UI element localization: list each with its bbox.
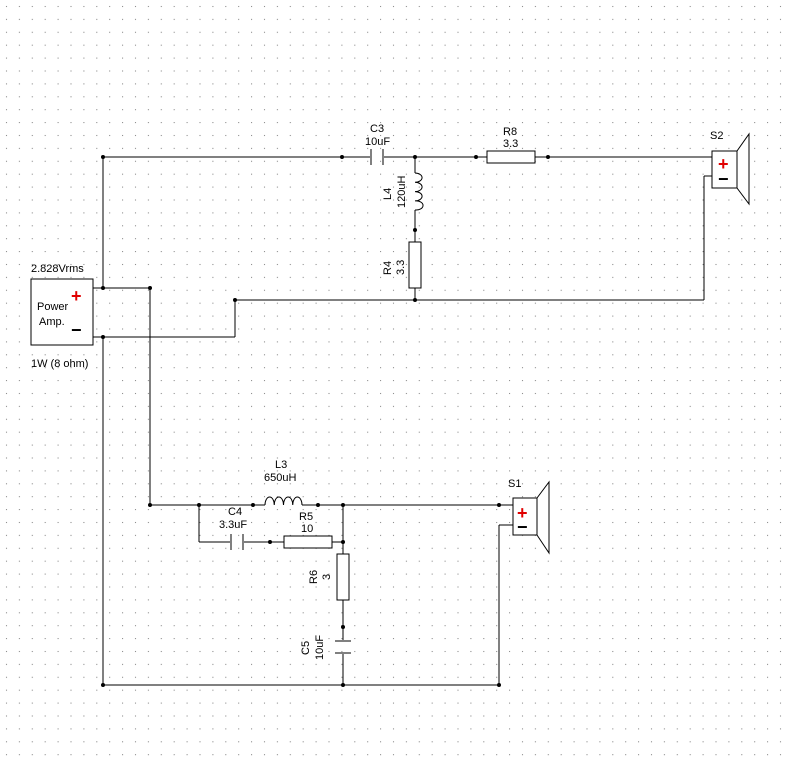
junction-dot	[341, 540, 345, 544]
junction-dot	[341, 503, 345, 507]
component-value-label: 3.3	[503, 138, 518, 150]
junction-dot	[413, 228, 417, 232]
junction-dot	[497, 503, 501, 507]
component-name-label: R8	[503, 126, 517, 138]
component-name-label: C5	[300, 641, 312, 655]
speaker-minus-terminal: −	[718, 169, 729, 189]
resistor-r6[interactable]: R6 3	[308, 553, 350, 601]
junction-dot	[148, 286, 152, 290]
amp-power-label: 1W (8 ohm)	[31, 358, 88, 370]
capacitor-c3[interactable]: C3 10uF	[365, 123, 390, 165]
capacitor-c4[interactable]: C4 3.3uF	[219, 506, 247, 550]
resistor-body	[408, 241, 422, 289]
amp-name-label: Power	[37, 301, 69, 313]
speaker-s2[interactable]: S2 + −	[710, 130, 750, 206]
resistor-body	[283, 535, 333, 549]
resistor-body	[486, 150, 536, 164]
junction-dot	[341, 625, 345, 629]
speaker-plus-terminal: +	[517, 503, 528, 523]
junction-dot	[474, 155, 478, 159]
amp-voltage-label: 2.828Vrms	[31, 263, 84, 275]
junction-dot	[233, 298, 237, 302]
speaker-minus-terminal: −	[517, 517, 528, 537]
junction-dot	[497, 683, 501, 687]
junction-dot	[101, 286, 105, 290]
junctions	[101, 155, 550, 687]
resistor-r5[interactable]: R5 10	[283, 511, 333, 549]
speaker-magnet	[711, 150, 738, 189]
capacitor-c5[interactable]: C5 10uF	[300, 635, 351, 660]
component-name-label: L4	[382, 188, 394, 200]
component-name-label: R4	[382, 261, 394, 275]
component-value-label: 10uF	[365, 136, 390, 148]
amp-box	[30, 278, 94, 346]
amp-minus-terminal: −	[71, 320, 82, 340]
junction-dot	[101, 683, 105, 687]
junction-dot	[268, 540, 272, 544]
component-value-label: 10	[301, 523, 313, 535]
junction-dot	[197, 503, 201, 507]
junction-dot	[101, 155, 105, 159]
speaker-name-label: S1	[508, 478, 521, 490]
component-value-label: 120uH	[396, 176, 408, 208]
power-amplifier[interactable]: 2.828Vrms Power Amp. + − 1W (8 ohm)	[30, 263, 94, 370]
component-name-label: R5	[299, 511, 313, 523]
component-value-label: 3.3	[395, 260, 407, 275]
resistor-body	[336, 553, 350, 601]
junction-dot	[148, 503, 152, 507]
component-name-label: R6	[308, 570, 320, 584]
speaker-s1[interactable]: S1 + −	[508, 478, 550, 555]
component-name-label: L3	[275, 459, 287, 471]
junction-dot	[546, 155, 550, 159]
component-value-label: 3	[321, 574, 333, 580]
component-name-label: C3	[370, 123, 384, 135]
junction-dot	[316, 503, 320, 507]
inductor-l3[interactable]: L3 650uH	[264, 459, 303, 506]
speaker-magnet	[512, 497, 538, 536]
amp-name-label: Amp.	[39, 316, 65, 328]
junction-dot	[413, 155, 417, 159]
inductor-coil	[264, 496, 303, 506]
junction-dot	[101, 335, 105, 339]
resistor-r8[interactable]: R8 3.3	[486, 126, 536, 164]
junction-dot	[341, 683, 345, 687]
amp-plus-terminal: +	[71, 286, 82, 306]
junction-dot	[340, 155, 344, 159]
speaker-name-label: S2	[710, 130, 723, 142]
inductor-coil	[414, 172, 424, 211]
component-value-label: 3.3uF	[219, 519, 247, 531]
component-value-label: 650uH	[264, 472, 296, 484]
resistor-r4[interactable]: R4 3.3	[382, 241, 422, 289]
component-name-label: C4	[228, 506, 242, 518]
speaker-plus-terminal: +	[718, 154, 729, 174]
junction-dot	[251, 503, 255, 507]
component-value-label: 10uF	[314, 635, 326, 660]
junction-dot	[413, 298, 417, 302]
inductor-l4[interactable]: L4 120uH	[382, 172, 424, 211]
